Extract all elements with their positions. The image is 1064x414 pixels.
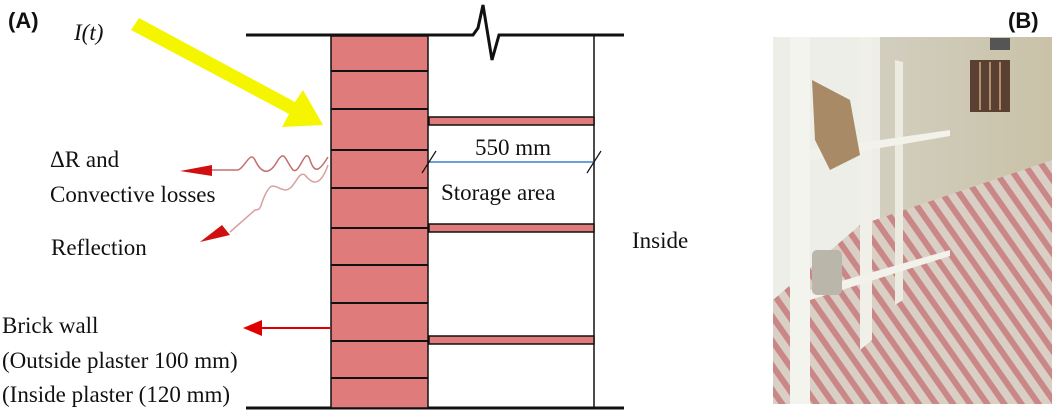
convective-label: Convective losses <box>50 182 215 207</box>
outside-plaster-label: (Outside plaster 100 mm) <box>2 348 238 373</box>
panel-b-label: (B) <box>1008 8 1039 33</box>
panel-a-label: (A) <box>8 8 39 33</box>
shelf <box>428 335 595 345</box>
roof-line <box>246 4 624 410</box>
shelf <box>428 116 595 126</box>
solar-radiation-arrow <box>131 18 323 127</box>
brick-wall-arrow <box>243 320 331 336</box>
brick-wall-label: Brick wall <box>2 313 98 338</box>
brick-wall <box>330 35 429 409</box>
shelves <box>428 116 595 345</box>
reflection-arrowhead <box>200 225 230 242</box>
delta-r-label: ΔR and <box>50 147 120 172</box>
inside-label: Inside <box>632 228 688 253</box>
dimension-label: 550 mm <box>475 135 551 160</box>
storage-label: Storage area <box>441 180 555 205</box>
shelf <box>428 223 595 233</box>
inside-plaster-label: (Inside plaster (120 mm) <box>2 382 230 407</box>
loss-arrows <box>212 155 329 233</box>
reflection-label: Reflection <box>51 235 147 260</box>
dimension-line <box>421 150 602 174</box>
storage-room-photo <box>773 37 1052 404</box>
convective-arrowhead <box>180 165 212 176</box>
irradiance-label: I(t) <box>73 20 103 45</box>
